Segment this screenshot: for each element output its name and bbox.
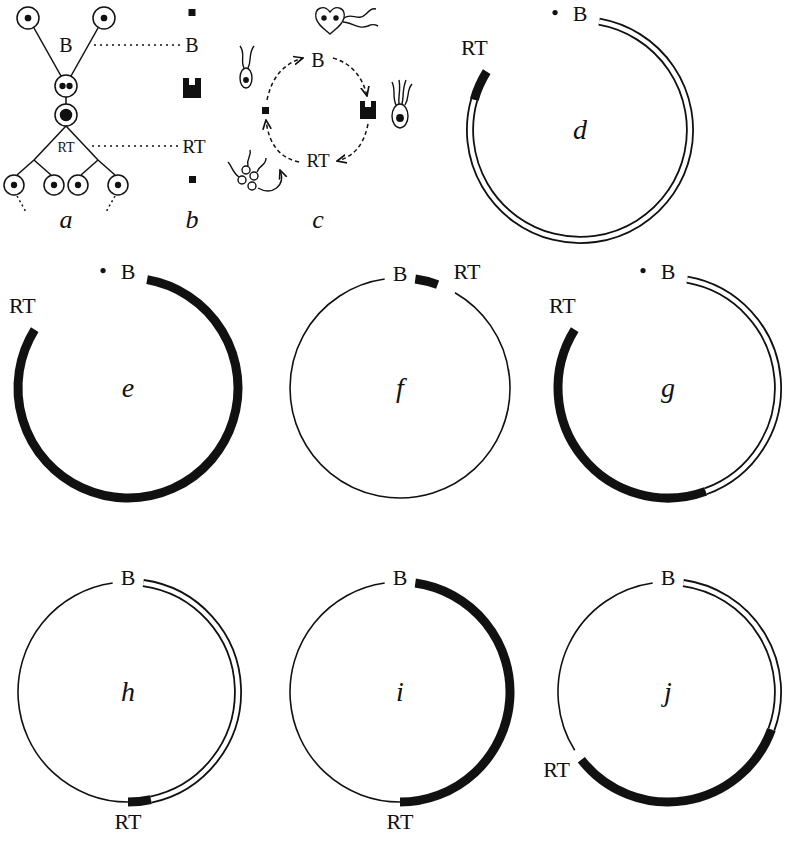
thin-arc [18,583,128,802]
label-holder: B [59,35,72,55]
label-holder: B [661,261,676,283]
stage-label: B [661,567,676,589]
stage-label: B [661,261,676,283]
label-holder: B [311,50,324,70]
cell-lineage [4,7,128,212]
stage-label: RT [115,811,142,833]
label-holder: RT [549,295,576,317]
meiosis-dot [100,268,105,273]
cycle-arrow [266,58,368,162]
panel-letter: i [396,678,404,706]
label-holder: RT [9,295,36,317]
thick-arc [415,279,437,285]
thin-arc [558,583,653,750]
label-holder: b [186,207,199,233]
stage-label: B [311,50,324,70]
label-holder: B [121,567,136,589]
label-holder: RT [115,811,142,833]
cell-figure [228,8,412,191]
double-arc [470,22,690,240]
phase-symbols [262,101,376,119]
label-holder: RT [306,151,329,170]
stage-label: RT [454,261,481,283]
thick-arc [474,72,486,100]
double-arc [687,280,778,492]
double-arc [143,583,238,800]
label-holder: B [121,261,136,283]
stage-label: RT [549,295,576,317]
stage-label: RT [9,295,36,317]
panel-letter: h [121,678,135,706]
thick-arc [400,583,510,802]
stage-label: B [121,261,136,283]
thick-arc [581,730,771,802]
double-arc-gap [687,280,778,492]
stage-label: B [393,567,408,589]
life-cycle-ring: j [542,566,794,818]
label-holder: RT [182,137,205,156]
life-cycle-ring: i [274,566,526,818]
stage-label: RT [182,137,205,156]
life-cycle-ring: g [542,262,794,514]
panel-letter: f [396,374,404,402]
label-holder: RT [461,37,488,59]
thick-arc [18,280,238,498]
label-holder: B [661,567,676,589]
stage-label: B [393,263,408,285]
meiosis-dot [552,10,557,15]
stage-label: B [185,35,198,55]
panel-letter: g [661,374,675,402]
stage-label: B [121,567,136,589]
label-holder: B [393,263,408,285]
meiosis-dot [640,268,645,273]
stage-label: RT [387,811,414,833]
label-holder: RT [57,139,74,155]
leader-line [94,44,180,46]
phase-symbols [183,9,201,183]
panel-letter: b [186,207,199,233]
label-holder: RT [454,261,481,283]
panel-letter: e [122,374,134,402]
stage-label: B [573,3,588,25]
stage-label: RT [543,759,570,781]
leader-line [92,145,178,147]
label-holder: RT [543,759,570,781]
thin-arc [290,279,510,498]
thick-arc [558,330,706,498]
stage-label: RT [306,151,329,170]
panel-letter: c [312,207,324,233]
panel-letter: d [573,116,587,144]
life-cycle-ring: h [2,566,254,818]
life-cycle-ring: f [274,262,526,514]
stage-label: B [59,35,72,55]
label-holder: RT [387,811,414,833]
life-cycle-ring: e [2,262,254,514]
label-holder: a [60,207,73,233]
label-holder: B [185,35,198,55]
stage-label: RT [57,141,74,155]
label-holder: B [393,567,408,589]
thick-arc [128,800,151,802]
double-arc-gap [683,583,778,730]
panel-letter: a [60,207,73,233]
double-arc [683,583,778,730]
double-arc-gap [470,22,690,240]
thin-arc [290,583,400,802]
label-holder: c [312,207,324,233]
life-cycle-ring: d [454,4,706,256]
panel-letter: j [664,678,672,706]
label-holder: B [573,3,588,25]
double-arc-gap [143,583,238,800]
stage-label: RT [461,37,488,59]
